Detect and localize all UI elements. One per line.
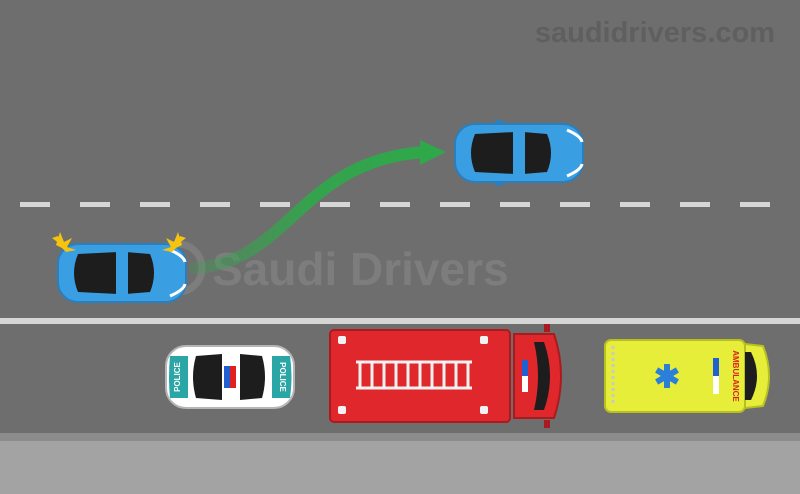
curb bbox=[0, 433, 800, 441]
curved-arrow-icon bbox=[189, 140, 446, 274]
blue-car-start bbox=[57, 243, 187, 303]
brand-watermark: Saudi Drivers bbox=[150, 240, 509, 296]
ladder-icon bbox=[356, 360, 472, 390]
site-watermark: saudidrivers.com bbox=[535, 17, 775, 49]
police-side-label-right: POLICE bbox=[278, 362, 287, 392]
ambulance: AMBULANCE bbox=[604, 339, 770, 413]
hazard-flash-icon bbox=[52, 232, 76, 252]
fire-truck bbox=[329, 324, 562, 428]
brand-watermark-text: Saudi Drivers bbox=[212, 243, 509, 295]
star-of-life-icon bbox=[655, 364, 679, 388]
dashed-lane-marking bbox=[20, 202, 770, 207]
solid-lane-marking bbox=[0, 318, 800, 324]
hazard-flash-icon bbox=[162, 232, 186, 252]
police-side-label: POLICE bbox=[173, 361, 182, 391]
sidewalk bbox=[0, 440, 800, 494]
blue-car-target bbox=[454, 120, 584, 186]
ambulance-side-label: AMBULANCE bbox=[731, 350, 740, 402]
police-car: POLICE POLICE bbox=[165, 345, 295, 409]
